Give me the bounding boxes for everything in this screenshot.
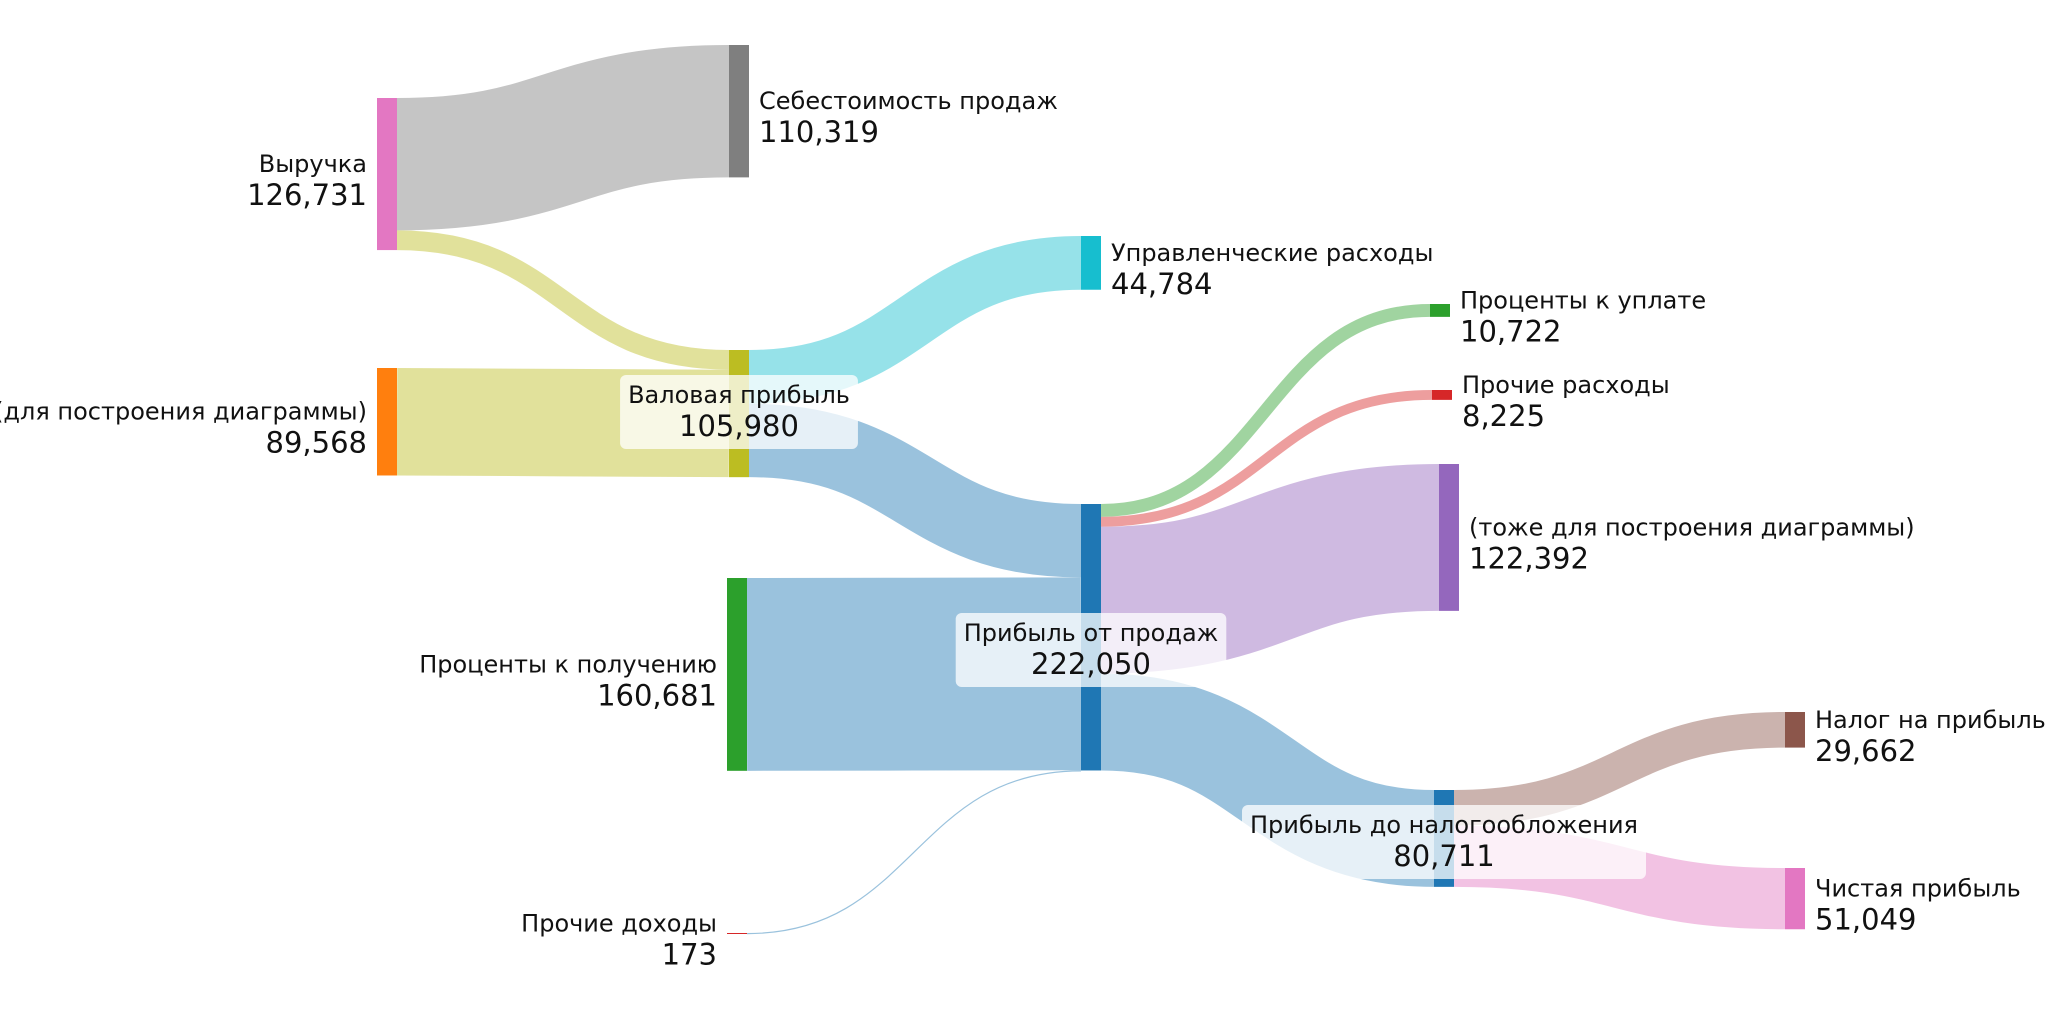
- node-name-other_out: Прочие расходы: [1462, 371, 1670, 399]
- node-name-gross: Валовая прибыль: [628, 381, 850, 409]
- link-revenue-to-cogs: [396, 44, 730, 231]
- node-name-cogs: Себестоимость продаж: [759, 87, 1058, 115]
- node-name-admin: Управленческие расходы: [1111, 239, 1433, 267]
- node-value-cogs: 110,319: [759, 115, 879, 149]
- node-bar-cogs: [729, 45, 749, 178]
- node-name-pretax: Прибыль до налогообложения: [1250, 811, 1638, 839]
- node-name-other_in: Прочие доходы: [521, 910, 717, 938]
- node-bar-interest_out: [1430, 304, 1450, 317]
- link-revenue-to-gross: [396, 230, 730, 370]
- label-background-pretax: [1242, 805, 1646, 879]
- node-bar-interest_in: [727, 578, 747, 771]
- node-name-net: Чистая прибыль: [1815, 875, 2021, 903]
- node-bar-net: [1785, 868, 1805, 930]
- label-background-gross: [620, 375, 858, 449]
- node-name-sales_profit: Прибыль от продаж: [964, 619, 1219, 647]
- node-bar-admin: [1081, 236, 1101, 290]
- node-name-helper1: (для построения диаграммы): [0, 398, 367, 426]
- node-value-net: 51,049: [1815, 903, 1916, 937]
- node-value-helper1: 89,568: [266, 426, 367, 460]
- node-value-gross: 105,980: [679, 409, 799, 443]
- node-value-interest_in: 160,681: [597, 678, 717, 712]
- node-name-interest_out: Проценты к уплате: [1460, 286, 1706, 314]
- node-value-pretax: 80,711: [1393, 839, 1494, 873]
- node-bar-tax: [1785, 712, 1805, 748]
- node-value-helper2: 122,392: [1469, 541, 1589, 575]
- node-name-revenue: Выручка: [259, 150, 367, 178]
- node-value-admin: 44,784: [1111, 267, 1212, 301]
- node-value-interest_out: 10,722: [1460, 314, 1561, 348]
- node-bar-helper2: [1439, 464, 1459, 611]
- node-label-helper2: (тоже для построения диаграммы)122,392: [1469, 513, 1915, 575]
- node-bar-other_in: [727, 933, 747, 934]
- node-value-revenue: 126,731: [247, 178, 367, 212]
- link-sales_profit-to-interest_out: [1100, 303, 1431, 517]
- node-value-other_in: 173: [662, 938, 717, 972]
- node-bar-revenue: [377, 98, 397, 251]
- node-bar-helper1: [377, 368, 397, 476]
- link-other_in-to-sales_profit: [746, 770, 1082, 935]
- node-name-interest_in: Проценты к получению: [419, 650, 717, 678]
- link-gross-to-admin: [748, 235, 1082, 404]
- link-pretax-to-tax: [1453, 711, 1786, 826]
- link-sales_profit-to-other_out: [1100, 390, 1433, 527]
- label-background-sales_profit: [955, 613, 1227, 687]
- node-value-tax: 29,662: [1815, 734, 1916, 768]
- node-value-other_out: 8,225: [1462, 399, 1545, 433]
- node-label-helper1: (для построения диаграммы)89,568: [0, 398, 367, 460]
- node-value-sales_profit: 222,050: [1031, 647, 1151, 681]
- node-name-tax: Налог на прибыль: [1815, 706, 2046, 734]
- node-bar-other_out: [1432, 390, 1452, 400]
- link-sales_profit-to-helper2: [1100, 464, 1440, 674]
- node-name-helper2: (тоже для построения диаграммы): [1469, 513, 1915, 541]
- link-gross-to-sales_profit: [748, 403, 1082, 578]
